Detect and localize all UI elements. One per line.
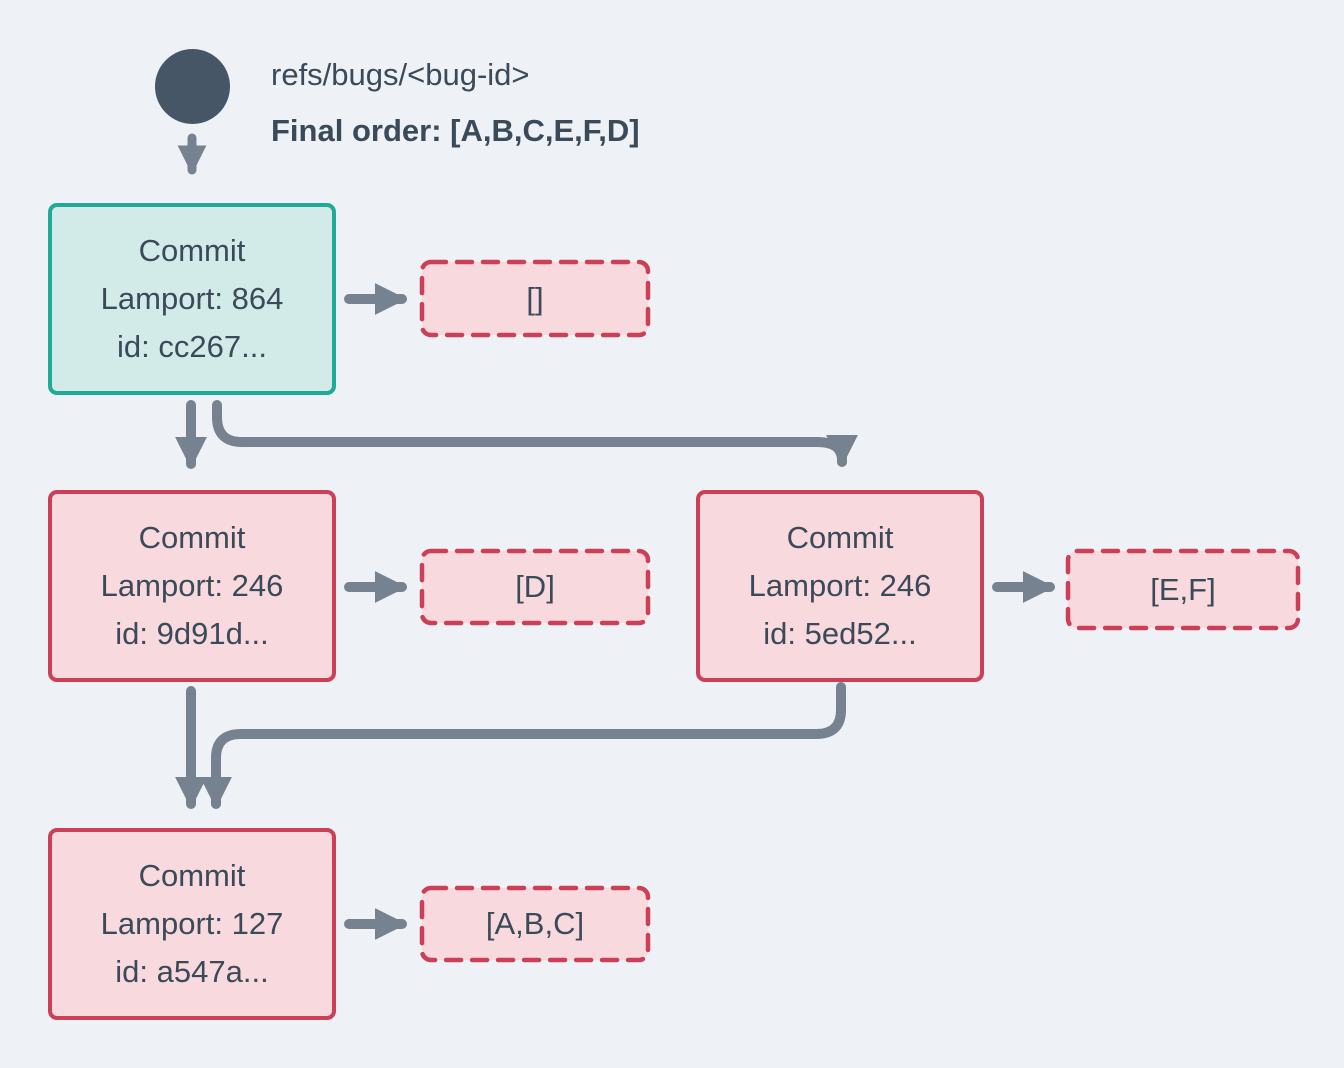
ops-list-label: [A,B,C] — [485, 906, 585, 941]
commit-node-root: Commit Lamport: 864 id: cc267... — [48, 203, 336, 395]
ops-box-outline-right — [1065, 548, 1301, 631]
edge-root-to-right-arrow — [212, 400, 859, 467]
ops-list-label: [E,F] — [1150, 571, 1216, 607]
commit-id: id: a547a... — [115, 954, 269, 989]
ops-box-outline-left — [419, 548, 651, 626]
commit-lamport: Lamport: 246 — [100, 568, 284, 603]
commit-id: id: cc267... — [117, 329, 267, 364]
branch-head-circle — [155, 49, 230, 124]
commit-title: Commit — [138, 858, 246, 893]
ops-list-label: [] — [526, 280, 544, 316]
commit-lamport: Lamport: 246 — [748, 568, 932, 603]
ops-box-outline-merge — [419, 885, 651, 963]
commit-title: Commit — [138, 233, 246, 268]
commit-title: Commit — [138, 520, 246, 555]
commit-node-left: Commit Lamport: 246 id: 9d91d... — [48, 490, 336, 682]
ops-list-root: [] — [422, 262, 648, 335]
commit-node-merge: Commit Lamport: 127 id: a547a... — [48, 828, 336, 1020]
ops-box-outline-root — [419, 259, 651, 338]
commit-lamport: Lamport: 127 — [100, 906, 284, 941]
branch-ref-label: refs/bugs/<bug-id> — [271, 57, 530, 92]
commit-id: id: 9d91d... — [115, 616, 269, 651]
commit-lamport: Lamport: 864 — [100, 281, 284, 316]
edge-right-to-merge-arrow — [199, 682, 846, 809]
ops-list-merge: [A,B,C] — [422, 888, 648, 960]
commit-id: id: 5ed52... — [763, 616, 917, 651]
ops-list-left: [D] — [422, 551, 648, 623]
final-order-label: Final order: [A,B,C,E,F,D] — [271, 113, 640, 148]
commit-title: Commit — [786, 520, 894, 555]
commit-node-right: Commit Lamport: 246 id: 5ed52... — [696, 490, 984, 682]
ops-list-label: [D] — [515, 569, 555, 604]
ops-list-right: [E,F] — [1068, 551, 1298, 628]
